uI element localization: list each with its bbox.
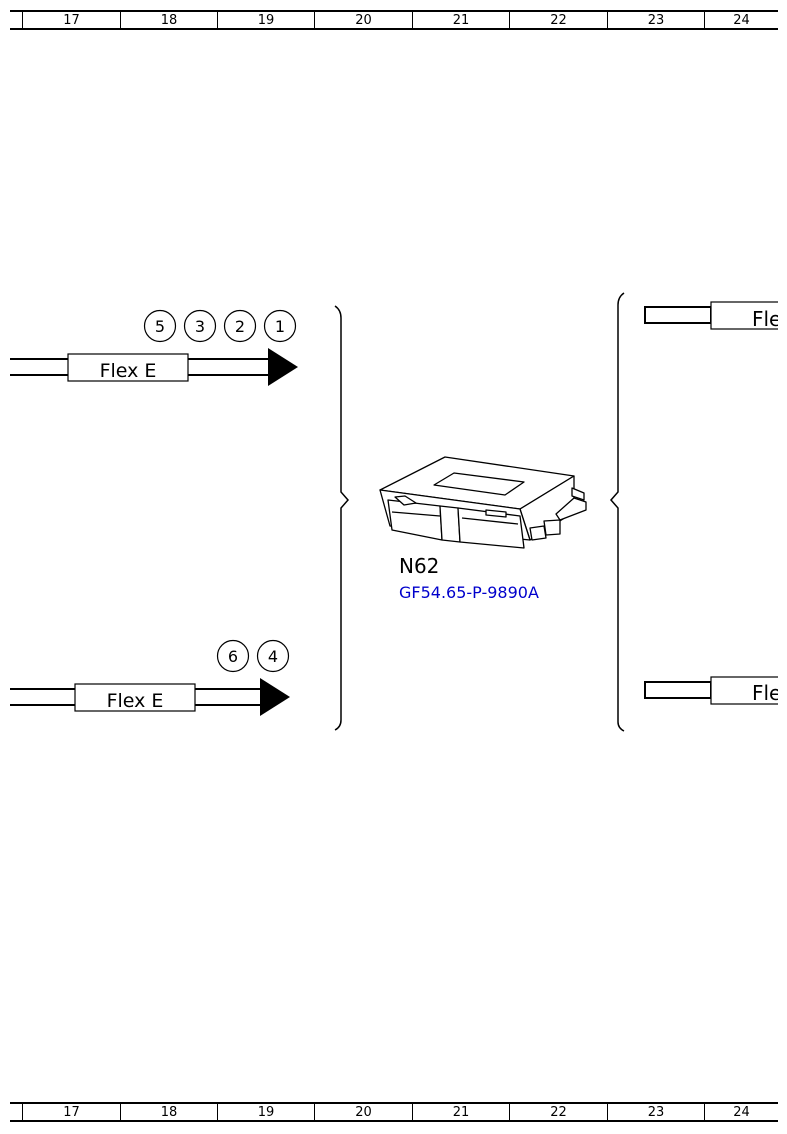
arrow-right-icon [260,678,290,716]
ruler-cell: 20 [314,1104,412,1120]
pin-number: 2 [235,317,245,336]
pin-number: 5 [155,317,165,336]
ruler-cell: 17 [22,12,120,28]
pin-circle [263,309,297,343]
left-brace [334,305,349,731]
ruler-cell: 21 [412,1104,509,1120]
ruler-cell: 17 [22,1104,120,1120]
control-unit-icon[interactable] [379,456,587,549]
ruler-cell: 23 [607,1104,704,1120]
ruler-cell: 22 [509,12,607,28]
right-connector-top[interactable]: Fle [644,301,787,331]
arrow-right-icon [268,348,298,386]
ruler-cell: 23 [607,12,704,28]
pin-circle [256,639,290,673]
right-connector-label: Fle [752,307,781,331]
pin-circle [216,639,250,673]
right-brace [610,292,625,732]
pin-circle [223,309,257,343]
ruler-top: 17 18 19 20 21 22 23 24 [10,10,778,30]
pin-number: 6 [228,647,238,666]
ruler-cell: 22 [509,1104,607,1120]
ruler-bottom: 17 18 19 20 21 22 23 24 [10,1102,778,1122]
ruler-cell: 24 [704,1104,778,1120]
flex-label-box [74,683,196,712]
pin-circle [143,309,177,343]
right-connector-bottom[interactable]: Fle [644,676,787,705]
right-connector-label: Fle [752,681,781,705]
flex-connector-top[interactable]: Flex E [10,348,298,386]
pin-number: 3 [195,317,205,336]
pin-circle [183,309,217,343]
ruler-cell: 19 [217,12,314,28]
pin-circles-bottom: 6 4 [216,639,290,673]
ruler-cell: 19 [217,1104,314,1120]
flex-label-top: Flex E [100,360,157,382]
ruler-cell: 21 [412,12,509,28]
ruler-cell: 24 [704,12,778,28]
ruler-cell: 18 [120,12,217,28]
pin-number: 4 [268,647,278,666]
pin-circles-top: 5 3 2 1 [143,309,297,343]
ruler-cell: 20 [314,12,412,28]
component-id: N62 [399,554,439,578]
flex-label-box [67,353,189,382]
flex-label-bottom: Flex E [107,690,164,712]
component-reference-link[interactable]: GF54.65-P-9890A [399,583,539,602]
flex-connector-bottom[interactable]: Flex E [10,678,290,716]
ruler-cell: 18 [120,1104,217,1120]
pin-number: 1 [275,317,285,336]
